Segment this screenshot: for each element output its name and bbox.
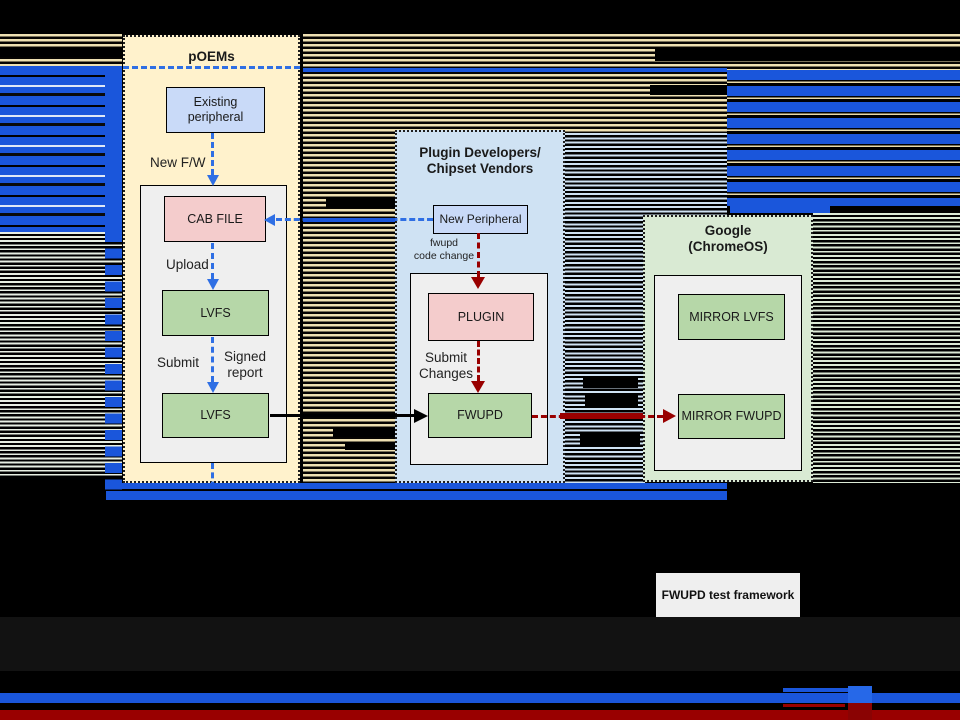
bottom-blue-block	[848, 686, 872, 703]
new-peripheral-to-cabfile-arrowhead-icon	[264, 214, 275, 226]
glitch-blue-bar-fragment	[730, 205, 830, 213]
glitch-blue-region-left	[0, 66, 105, 232]
glitch-black-bar-1	[655, 48, 960, 61]
google-panel-title: Google (ChromeOS)	[688, 223, 768, 254]
lvfs-upper-node: LVFS	[162, 290, 269, 336]
submit-arrow-line	[211, 337, 214, 382]
lvfs-to-fwupd-arrowhead-icon	[414, 409, 428, 423]
code-change-arrow-line	[477, 233, 480, 277]
glitch-blue-bars-right	[727, 70, 960, 206]
fwupd-test-framework-box: FWUPD test framework	[656, 573, 800, 617]
new-fw-arrowhead-icon	[207, 175, 219, 186]
mirror-lvfs-node: MIRROR LVFS	[678, 294, 785, 340]
submit-changes-arrowhead-icon	[471, 381, 485, 393]
fwupd-code-change-label: fwupd code change	[413, 237, 475, 262]
submit-arrowhead-icon	[207, 382, 219, 393]
signed-report-label: Signed report	[223, 349, 267, 380]
bottom-blue-bar-1	[106, 483, 727, 489]
cab-file-node: CAB FILE	[164, 196, 266, 242]
bottom-red-bar-full	[0, 710, 960, 720]
lvfs-continuation-line	[211, 463, 214, 497]
glitch-lightblue-stripes-above-google	[645, 133, 727, 215]
upload-arrowhead-icon	[207, 279, 219, 290]
submit-changes-arrow-line	[477, 341, 480, 381]
new-fw-arrow-line	[211, 133, 214, 175]
upload-arrow-line	[211, 243, 214, 279]
glitch-black-bar-5	[345, 442, 395, 450]
plugin-panel-title: Plugin Developers/ Chipset Vendors	[419, 145, 541, 176]
bottom-thin-red-line	[783, 704, 845, 707]
glitch-blue-line-top	[303, 68, 727, 72]
glitch-black-bar-4	[333, 428, 395, 437]
existing-peripheral-node: Existing peripheral	[166, 87, 265, 133]
glitch-blue-column	[105, 66, 122, 232]
glitch-black-band-top-left	[0, 48, 122, 57]
glitch-black-bar-8	[580, 434, 640, 447]
glitch-red-solid-segment	[560, 413, 643, 419]
submit-changes-label: Submit Changes	[418, 350, 474, 381]
glitch-black-bar-7	[585, 393, 638, 407]
glitch-lightblue-stripes-gap	[565, 133, 645, 483]
glitch-blue-solid-segment	[303, 218, 395, 222]
plugin-node: PLUGIN	[428, 293, 534, 341]
glitch-black-bar-6	[583, 377, 638, 388]
glitch-black-bar-3	[326, 197, 395, 208]
poems-panel-title: pOEMs	[188, 49, 235, 64]
new-peripheral-node: New Peripheral	[433, 205, 528, 234]
glitch-black-bar-2	[650, 85, 727, 95]
bottom-blue-bar-full	[0, 693, 960, 703]
lvfs-lower-node: LVFS	[162, 393, 269, 438]
glitch-pale-stripes-left	[0, 232, 122, 478]
bottom-thin-blue-line	[783, 688, 848, 692]
upload-label: Upload	[166, 257, 209, 272]
fwupd-node: FWUPD	[428, 393, 532, 438]
bottom-grey-band	[0, 617, 960, 671]
glitch-tan-stripes-mid-gap	[303, 34, 395, 483]
bottom-blue-bar-2	[106, 491, 727, 500]
lvfs-to-fwupd-arrow-line	[270, 414, 416, 417]
poems-dashed-divider	[123, 66, 300, 69]
glitch-green-stripes-right	[813, 213, 960, 483]
fwupd-to-mirror-arrowhead-icon	[663, 409, 676, 423]
submit-label: Submit	[157, 355, 200, 370]
glitch-blue-dashed-column	[105, 232, 122, 494]
mirror-fwupd-node: MIRROR FWUPD	[678, 394, 785, 439]
new-fw-label: New F/W	[150, 155, 206, 170]
code-change-arrowhead-icon	[471, 277, 485, 289]
bottom-red-block	[848, 703, 872, 720]
